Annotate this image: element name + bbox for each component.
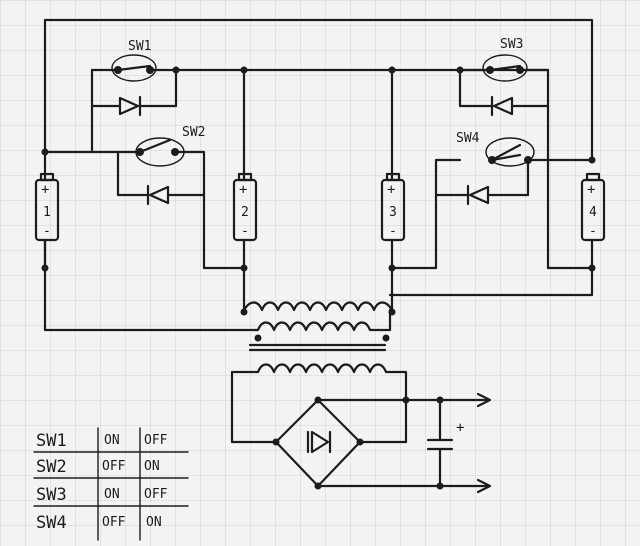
switch-state-table: SW1 ON OFF SW2 OFF ON SW3 ON OFF SW4 OFF… [33, 427, 189, 541]
battery-3-minus: - [389, 224, 397, 239]
battery-2-plus: + [239, 182, 247, 198]
table-switch-cell: SW3 [36, 485, 67, 505]
switch-sw1: SW1 [111, 39, 464, 82]
table-state-a-cell: OFF [102, 515, 126, 530]
battery-3: + 3 - [380, 172, 406, 312]
diode-sw4 [466, 184, 490, 206]
table-switch-cell: SW2 [36, 457, 67, 477]
switch-sw4: SW4 [456, 131, 535, 167]
battery-1: + 1 - [34, 172, 60, 272]
diode-sw2 [146, 184, 170, 206]
table-switch-cell: SW1 [36, 431, 67, 451]
sw4-label: SW4 [456, 131, 480, 146]
middle-rail [41, 148, 596, 270]
battery-4-minus: - [589, 224, 597, 239]
switch-sw2: SW2 [135, 125, 205, 167]
table-switch-cell: SW4 [36, 513, 67, 533]
table-row: SW2 OFF ON [36, 457, 160, 477]
sw1-label: SW1 [128, 39, 151, 54]
rectifier-section: + [230, 370, 492, 494]
table-state-b-cell: ON [146, 515, 162, 530]
battery-2-minus: - [241, 224, 249, 239]
top-rail [90, 68, 550, 182]
transformer [238, 301, 396, 374]
table-state-a-cell: OFF [102, 459, 126, 474]
diode-sw3 [490, 95, 514, 117]
table-state-a-cell: ON [104, 487, 120, 502]
battery-4-plus: + [587, 182, 595, 198]
capacitor-plus: + [456, 420, 464, 436]
battery-2-number: 2 [241, 205, 249, 220]
battery-3-number: 3 [389, 205, 397, 220]
battery-1-number: 1 [43, 205, 51, 220]
table-state-b-cell: ON [144, 459, 160, 474]
table-row: SW3 ON OFF [36, 485, 168, 505]
table-row: SW1 ON OFF [36, 431, 168, 451]
battery-2: + 2 - [232, 172, 258, 312]
table-row: SW4 OFF ON [36, 513, 162, 533]
table-state-b-cell: OFF [144, 433, 168, 448]
diode-sw1 [118, 95, 142, 117]
sw3-label: SW3 [500, 37, 523, 52]
table-state-a-cell: ON [104, 433, 120, 448]
switch-sw3: SW3 [482, 37, 528, 82]
sw2-label: SW2 [182, 125, 205, 140]
battery-4-number: 4 [589, 205, 597, 220]
table-state-b-cell: OFF [144, 487, 168, 502]
battery-1-minus: - [43, 224, 51, 239]
battery-4: + 4 - [580, 172, 606, 272]
battery-3-plus: + [387, 182, 395, 198]
battery-1-plus: + [41, 182, 49, 198]
